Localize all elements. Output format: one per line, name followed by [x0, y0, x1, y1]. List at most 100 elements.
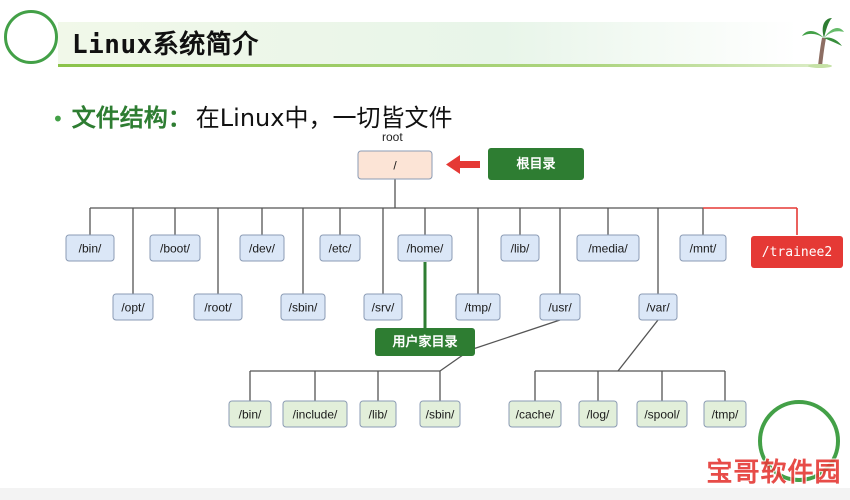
dir-node-second-3: /srv/: [363, 293, 403, 321]
root-arrow-icon: [446, 155, 480, 174]
root-caption: root: [382, 130, 403, 144]
dir-node-top-2-box: [239, 234, 285, 262]
root-node-box: [357, 150, 433, 180]
title-bar: Linux系统简介: [0, 0, 850, 80]
usr-child-3: /sbin/: [419, 400, 461, 428]
usr-child-0-box: [228, 400, 272, 428]
logo-badge-icon: [4, 10, 58, 64]
dir-node-top-4: /home/: [397, 234, 453, 262]
dir-node-second-6: /var/: [638, 293, 678, 321]
usr-child-3-box: [419, 400, 461, 428]
var-child-1: /log/: [578, 400, 618, 428]
dir-node-top-5: /lib/: [500, 234, 540, 262]
dir-node-second-5-label: /usr/: [548, 301, 572, 315]
dir-node-second-6-box: [638, 293, 678, 321]
dir-node-second-5: /usr/: [539, 293, 581, 321]
dir-node-top-3-label: /etc/: [329, 242, 352, 256]
var-child-2-label: /spool/: [644, 408, 680, 422]
home-callout-label: 用户家目录: [391, 334, 457, 350]
dir-node-top-7-label: /mnt/: [690, 242, 717, 256]
usr-child-3-label: /sbin/: [426, 408, 455, 422]
bottom-strip: [0, 488, 850, 500]
dir-node-second-1: /root/: [193, 293, 243, 321]
dir-node-top-3: /etc/: [319, 234, 361, 262]
home-callout: 用户家目录: [375, 328, 475, 356]
var-child-0: /cache/: [508, 400, 562, 428]
dir-node-top-0: /bin/: [65, 234, 115, 262]
dir-node-top-0-label: /bin/: [79, 242, 102, 256]
dir-node-top-0-box: [65, 234, 115, 262]
bullet-dot-icon: •: [52, 107, 64, 131]
dir-node-second-3-label: /srv/: [372, 301, 395, 315]
dir-node-second-4: /tmp/: [455, 293, 501, 321]
dir-node-second-1-box: [193, 293, 243, 321]
dir-node-top-7-box: [679, 234, 727, 262]
dir-node-second-2-box: [280, 293, 326, 321]
dir-node-second-2-label: /sbin/: [289, 301, 318, 315]
dir-node-top-5-box: [500, 234, 540, 262]
var-diagonal: [617, 319, 659, 372]
root-node-label: /: [393, 159, 397, 173]
dir-node-top-4-box: [397, 234, 453, 262]
dir-node-top-4-label: /home/: [407, 242, 444, 256]
root-callout: 根目录: [488, 148, 584, 180]
dir-node-top-1-label: /boot/: [160, 242, 191, 256]
dir-node-second-4-label: /tmp/: [465, 301, 492, 315]
var-child-3-label: /tmp/: [712, 408, 739, 422]
var-child-1-label: /log/: [587, 408, 610, 422]
usr-child-1-label: /include/: [293, 408, 338, 422]
dir-node-top-1: /boot/: [149, 234, 201, 262]
dir-node-top-6-label: /media/: [588, 242, 628, 256]
dir-node-top-5-label: /lib/: [511, 242, 530, 256]
dir-node-second-2: /sbin/: [280, 293, 326, 321]
title-underline: [58, 64, 828, 67]
dir-node-second-5-box: [539, 293, 581, 321]
usr-child-1-box: [282, 400, 348, 428]
var-child-3-box: [703, 400, 747, 428]
dir-node-top-7: /mnt/: [679, 234, 727, 262]
var-child-3: /tmp/: [703, 400, 747, 428]
bullet-text: 在Linux中，一切皆文件: [195, 104, 453, 132]
bullet-key: 文件结构: [71, 104, 168, 132]
usr-child-0-label: /bin/: [239, 408, 262, 422]
palm-tree-icon: [802, 18, 844, 68]
dir-node-top-1-box: [149, 234, 201, 262]
page-title: Linux系统简介: [72, 30, 259, 60]
dir-node-second-0-label: /opt/: [121, 301, 145, 315]
usr-diagonal: [469, 319, 561, 351]
dir-node-second-3-box: [363, 293, 403, 321]
watermark-logo-icon: [758, 400, 840, 482]
root-callout-box: [488, 148, 584, 180]
watermark-text: 宝哥软件园: [706, 458, 842, 488]
dir-node-second-6-label: /var/: [646, 301, 670, 315]
dir-node-top-6: /media/: [576, 234, 640, 262]
trainee-node-box: [751, 236, 843, 268]
dir-node-top-3-box: [319, 234, 361, 262]
bullet-line: • 文件结构：在Linux中，一切皆文件: [52, 98, 452, 133]
usr-child-2-label: /lib/: [369, 408, 388, 422]
var-child-0-box: [508, 400, 562, 428]
dir-node-top-6-box: [576, 234, 640, 262]
var-child-2: /spool/: [636, 400, 688, 428]
dir-node-top-2-label: /dev/: [249, 242, 276, 256]
trainee-node: /trainee2: [751, 236, 843, 268]
usr-child-2: /lib/: [359, 400, 397, 428]
title-background: [58, 22, 798, 64]
bullet-separator: ：: [167, 104, 192, 132]
dir-node-second-4-box: [455, 293, 501, 321]
root-callout-label: 根目录: [516, 156, 555, 172]
var-child-1-box: [578, 400, 618, 428]
usr-child-0: /bin/: [228, 400, 272, 428]
dir-node-top-2: /dev/: [239, 234, 285, 262]
home-callout-box: [375, 328, 475, 356]
trainee-node-label: /trainee2: [762, 245, 832, 260]
usr-child-1: /include/: [282, 400, 348, 428]
usr-child-2-box: [359, 400, 397, 428]
dir-node-second-0-box: [112, 293, 154, 321]
dir-node-second-1-label: /root/: [204, 301, 232, 315]
var-child-2-box: [636, 400, 688, 428]
var-child-0-label: /cache/: [516, 408, 555, 422]
root-node: /: [357, 150, 433, 180]
dir-node-second-0: /opt/: [112, 293, 154, 321]
